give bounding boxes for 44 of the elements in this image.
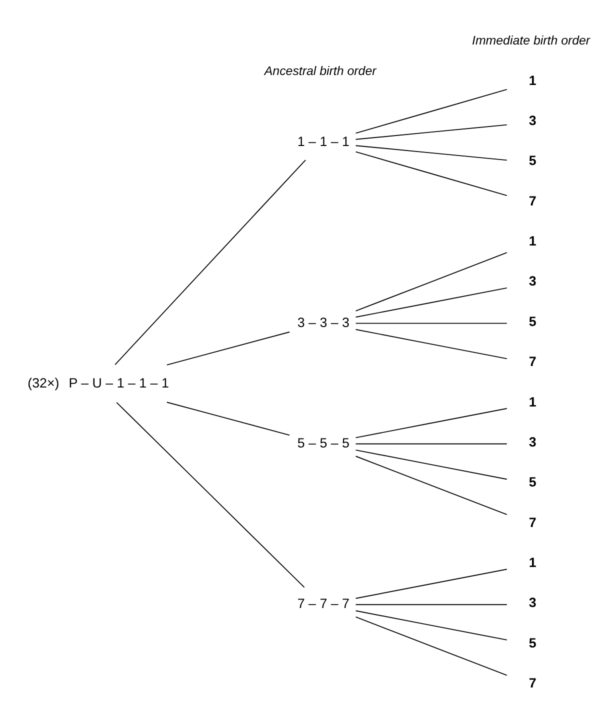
node-text: 7 – 7 – 7	[297, 596, 350, 611]
node-text: 3	[528, 273, 536, 288]
connector	[355, 88, 508, 134]
node-text: 5	[528, 474, 536, 490]
node-text: 3	[528, 434, 536, 449]
node-text: 5 – 5 – 5	[297, 434, 350, 450]
connector	[355, 616, 508, 676]
connector	[116, 401, 305, 588]
connector	[355, 144, 508, 160]
node-text: 1	[528, 233, 536, 248]
node-text: 1	[528, 554, 536, 570]
connector	[355, 328, 508, 359]
node-text: 1 – 1 – 1	[297, 134, 350, 149]
connector	[355, 322, 508, 324]
node-text: 5	[528, 152, 536, 168]
node-text: 7	[528, 354, 536, 369]
connector	[355, 252, 508, 311]
node-text: 5	[528, 313, 536, 328]
connector	[355, 568, 508, 598]
node-text: 3 – 3 – 3	[297, 314, 350, 330]
node-text: 7	[528, 192, 536, 208]
connector	[355, 455, 508, 515]
connector	[355, 124, 508, 140]
connector	[355, 408, 508, 438]
label: Ancestral birth order	[264, 63, 376, 78]
connector	[355, 449, 508, 480]
label: Immediate birth order	[472, 32, 590, 47]
connector	[355, 610, 508, 640]
node-label: (32×)	[28, 375, 60, 390]
connector	[114, 159, 306, 365]
node-text: 1	[528, 394, 536, 409]
connector	[355, 442, 508, 444]
connector	[355, 150, 508, 196]
connector	[166, 401, 290, 436]
connector	[355, 286, 508, 318]
node-text: P – U – 1 – 1 – 1	[68, 375, 169, 390]
node-text: 7	[528, 514, 536, 530]
connector	[355, 604, 508, 605]
connector	[166, 331, 290, 365]
node-text: 5	[528, 634, 536, 650]
node-text: 3	[528, 112, 536, 128]
node-text: 1	[528, 72, 536, 88]
node-text: 3	[528, 594, 536, 610]
node-text: 7	[528, 675, 536, 690]
